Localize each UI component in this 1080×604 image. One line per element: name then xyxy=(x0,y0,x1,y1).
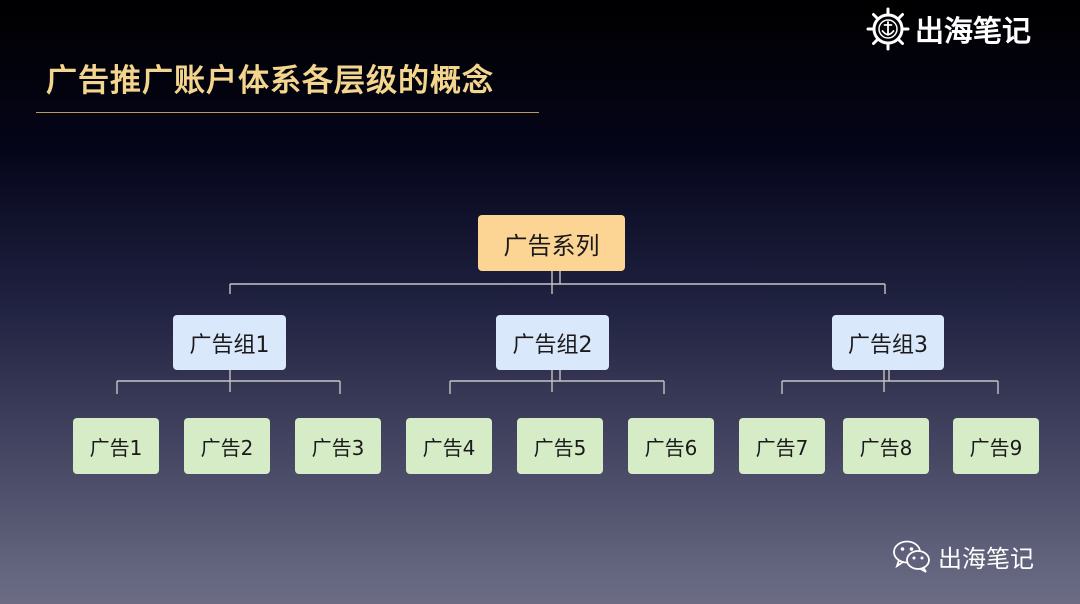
brand-logo: 出海笔记 xyxy=(866,6,1031,52)
node-ad-group-1: 广告组1 xyxy=(173,315,286,370)
footer-watermark: 出海笔记 xyxy=(892,536,1034,576)
node-ad-8: 广告8 xyxy=(843,418,929,474)
node-ad-group-2: 广告组2 xyxy=(496,315,609,370)
ship-wheel-anchor-icon xyxy=(866,7,910,51)
node-ad-6: 广告6 xyxy=(628,418,714,474)
node-ad-7: 广告7 xyxy=(739,418,825,474)
node-ad-4: 广告4 xyxy=(406,418,492,474)
node-ad-group-3: 广告组3 xyxy=(832,315,944,370)
node-ad-campaign: 广告系列 xyxy=(478,215,625,271)
node-ad-5: 广告5 xyxy=(517,418,603,474)
node-ad-2: 广告2 xyxy=(184,418,270,474)
title-underline xyxy=(36,112,539,113)
page-title: 广告推广账户体系各层级的概念 xyxy=(46,63,494,99)
brand-name: 出海笔记 xyxy=(915,14,1032,48)
node-ad-1: 广告1 xyxy=(73,418,159,474)
node-ad-3: 广告3 xyxy=(295,418,381,474)
footer-account-name: 出海笔记 xyxy=(938,544,1034,573)
wechat-icon xyxy=(893,540,930,573)
node-ad-9: 广告9 xyxy=(953,418,1039,474)
